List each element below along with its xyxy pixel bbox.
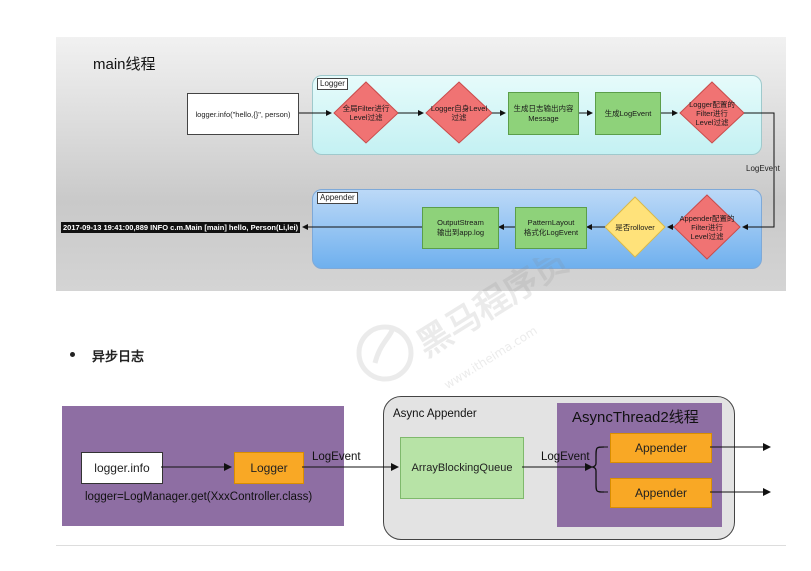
main-thread-title: main线程 [93,56,156,73]
appender-filter-diamond [673,194,741,260]
array-blocking-queue-box: ArrayBlockingQueue [400,437,524,499]
logevent-label-1: LogEvent [312,451,361,463]
log-output-line: 2017-09-13 19:41:00,889 INFO c.m.Main [m… [61,222,301,233]
global-filter-diamond [333,81,399,144]
logger-box: Logger [234,452,304,484]
logmanager-text: logger=LogManager.get(XxxController.clas… [85,491,313,503]
flow-shapes [297,81,775,260]
log-flow-diagram: main线程 Logger Appender logger.info("he [56,37,786,291]
rollover-label: 是否rollover [615,222,655,232]
bullet-dot [70,352,75,357]
logger-call-box: logger.info("hello,{}", person) [187,93,299,135]
bottom-divider [56,545,786,546]
logger-info-box: logger.info [81,452,163,484]
logger-panel-tag: Logger [317,78,348,90]
async-log-heading: 异步日志 [92,349,145,364]
async-appender-title: Async Appender [393,408,477,420]
logger-filter-diamond [679,81,745,144]
gen-logevent-box: 生成LogEvent [595,92,661,135]
appender-box-2: Appender [610,478,712,508]
logevent-label-2: LogEvent [541,451,590,463]
appender-box-1: Appender [610,433,712,463]
async-thread-title: AsyncThread2线程 [572,409,699,426]
rollover-diamond [604,196,666,258]
logevent-edge-label: LogEvent [746,164,780,173]
logger-level-diamond [425,81,493,144]
async-log-bullet: 异步日志 [70,346,145,365]
appender-panel-tag: Appender [317,192,358,204]
